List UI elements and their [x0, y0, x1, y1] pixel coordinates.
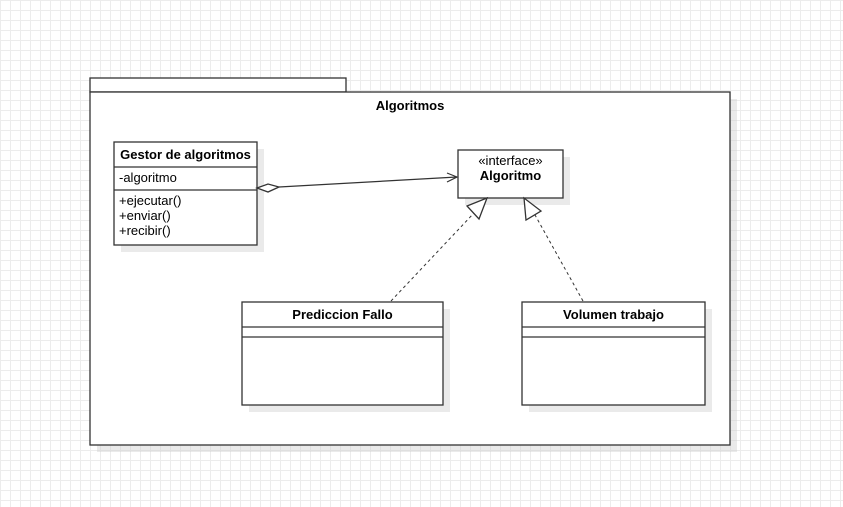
class-method: +enviar() [119, 208, 171, 223]
class-box [241, 301, 444, 406]
class-name: Gestor de algoritmos [120, 147, 251, 162]
realization-prediccion-to-algoritmo[interactable] [390, 196, 489, 302]
class-box [113, 141, 258, 246]
class-method: +ejecutar() [119, 193, 182, 208]
realization-line [534, 214, 584, 302]
interface-box [457, 149, 564, 199]
class-gestor-de-algoritmos[interactable]: Gestor de algoritmos -algoritmo +ejecuta… [113, 141, 264, 252]
interface-name: Algoritmo [480, 168, 541, 183]
class-attribute: -algoritmo [119, 170, 177, 185]
hollow-triangle-arrowhead [523, 196, 543, 222]
class-method: +recibir() [119, 223, 171, 238]
aggregation-gestor-to-algoritmo[interactable] [255, 172, 459, 193]
package-tab [89, 77, 347, 93]
class-box [521, 301, 706, 406]
class-volumen-trabajo[interactable]: Volumen trabajo [521, 301, 712, 412]
open-arrowhead [446, 172, 459, 183]
realization-volumen-to-algoritmo[interactable] [523, 196, 584, 302]
package-title: Algoritmos [376, 98, 445, 113]
association-line [278, 176, 458, 188]
aggregation-diamond [255, 183, 281, 193]
hollow-triangle-arrowhead [465, 196, 489, 221]
realization-line [390, 212, 475, 302]
class-name: Volumen trabajo [563, 307, 664, 322]
class-prediccion-fallo[interactable]: Prediccion Fallo [241, 301, 450, 412]
class-name: Prediccion Fallo [292, 307, 392, 322]
interface-stereotype: «interface» [478, 153, 542, 168]
interface-algoritmo[interactable]: «interface» Algoritmo [457, 149, 570, 205]
